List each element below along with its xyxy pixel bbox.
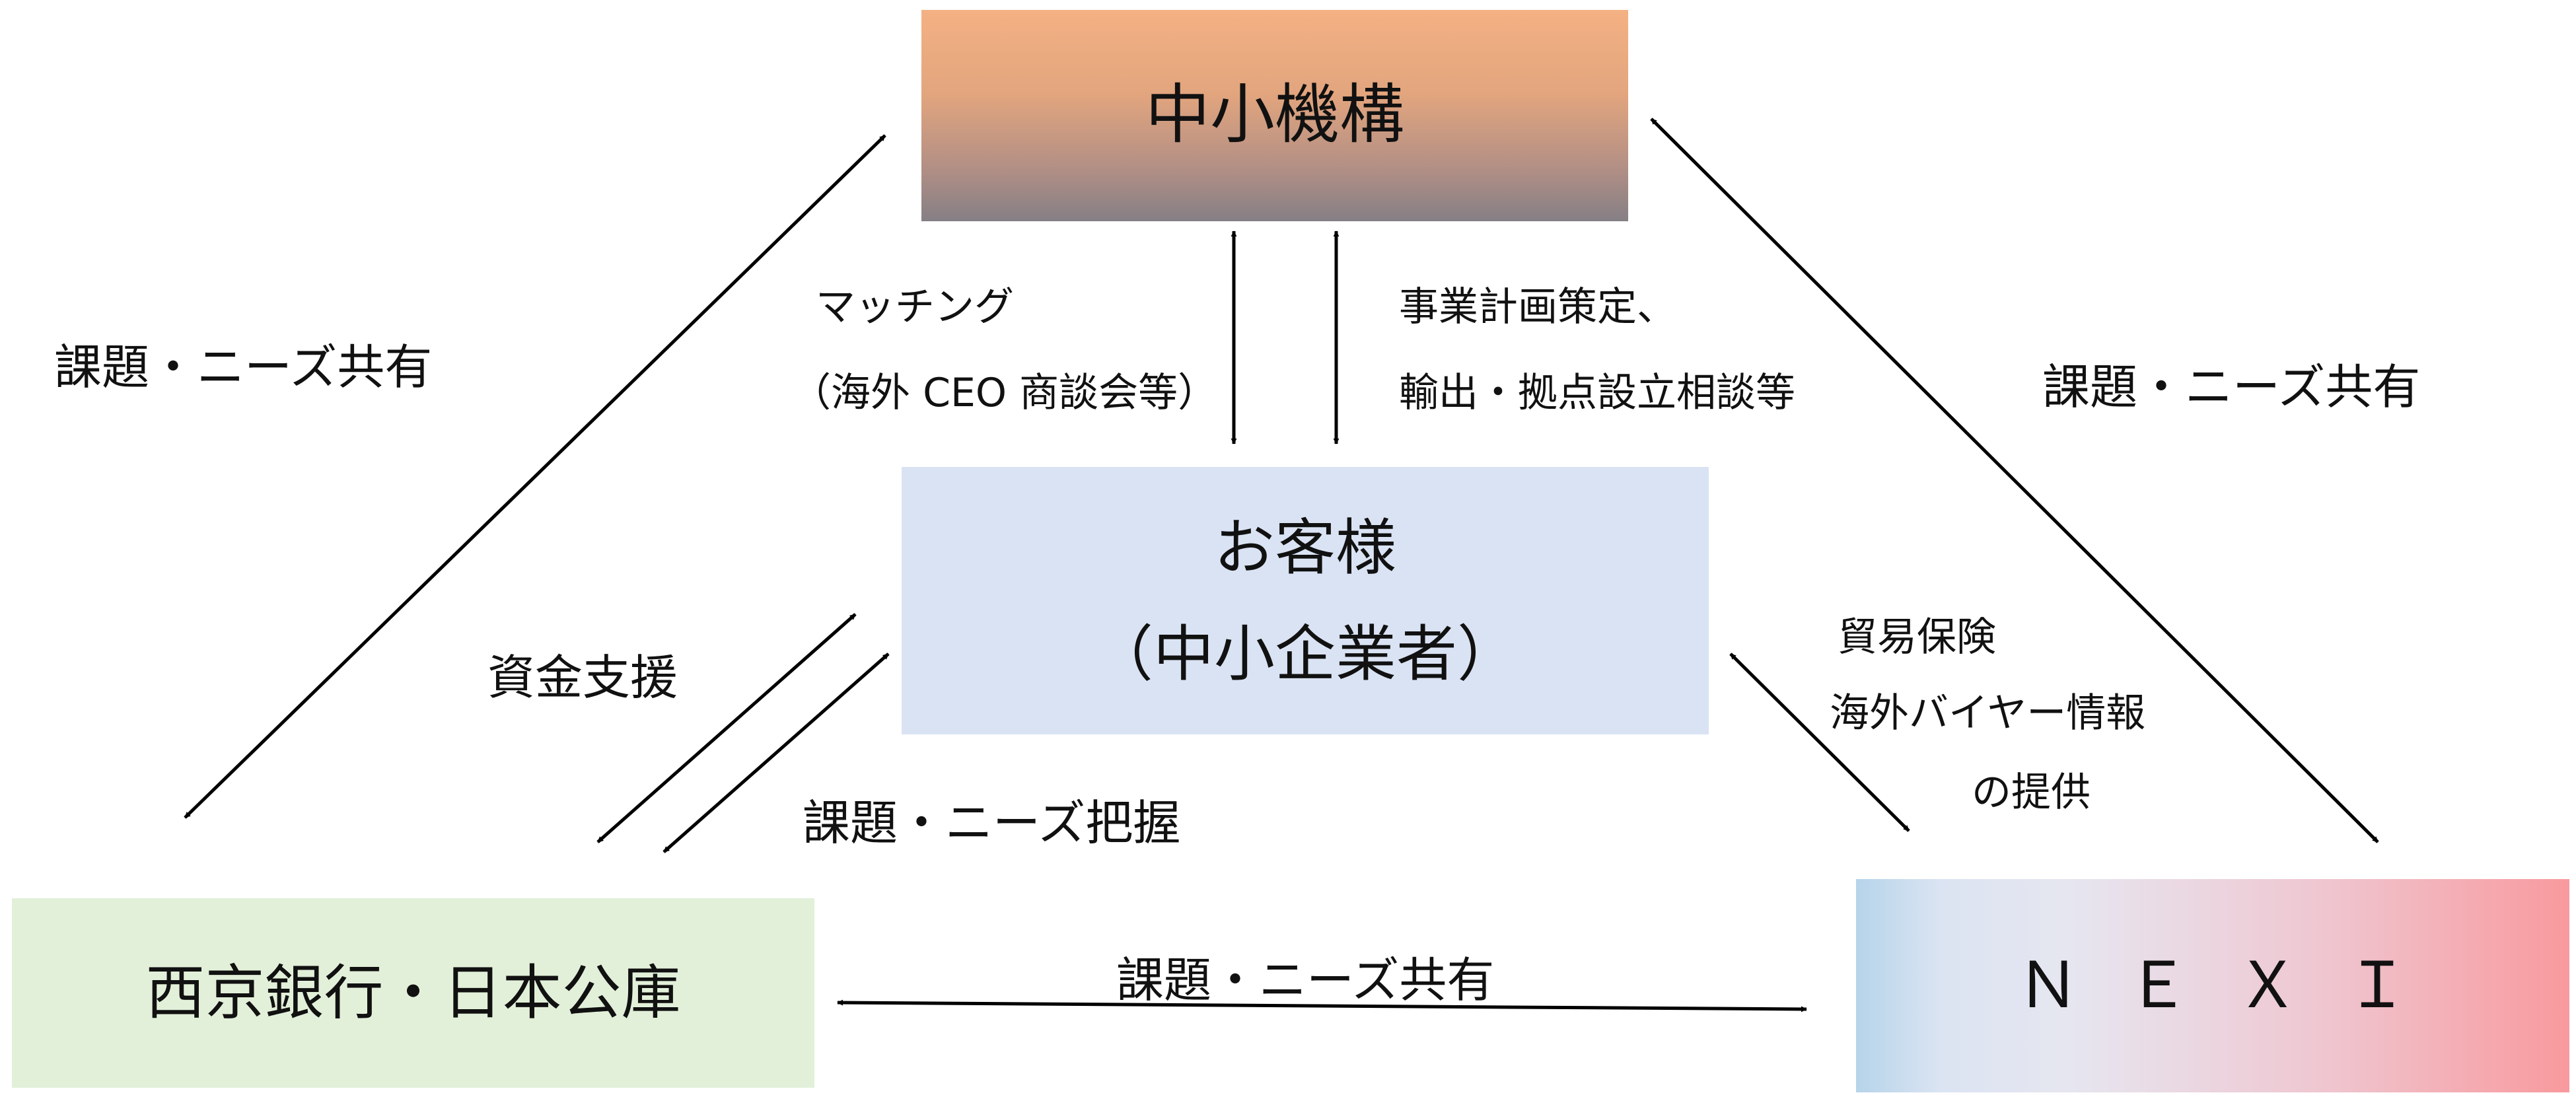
label-smrj-customer-left-line2: （海外 CEO 商談会等） <box>791 370 1218 416</box>
label-smrj-nexi: 課題・ニーズ共有 <box>2042 359 2421 415</box>
node-customer-label-line2: （中小企業者） <box>1092 618 1518 690</box>
label-smrj-customer-right-line1: 事業計画策定、 <box>1399 284 1676 330</box>
arrow-nexi-customer <box>1729 653 1910 832</box>
arrow-bank-customer-needs <box>662 653 890 853</box>
node-bank: 西京銀行・日本公庫 <box>12 898 814 1088</box>
node-customer: お客様 （中小企業者） <box>902 467 1709 734</box>
arrow-smrj-bank <box>184 134 886 819</box>
arrow-bank-nexi <box>837 999 1807 1012</box>
node-bank-label: 西京銀行・日本公庫 <box>145 958 681 1028</box>
label-bank-nexi: 課題・ニーズ共有 <box>1116 952 1495 1008</box>
label-nexi-customer-line2: 海外バイヤー情報 <box>1830 690 2146 736</box>
label-nexi-customer-line1: 貿易保険 <box>1838 614 1996 660</box>
label-smrj-bank: 課題・ニーズ共有 <box>54 339 433 395</box>
node-nexi-label: ＮＥＸＩ <box>2017 948 2455 1022</box>
arrow-smrj-nexi <box>1650 118 2379 843</box>
label-nexi-customer-line3: の提供 <box>1972 769 2091 816</box>
label-smrj-customer-right-line2: 輸出・拠点設立相談等 <box>1399 370 1795 416</box>
label-bank-customer-needs: 課題・ニーズ把握 <box>803 795 1181 851</box>
node-smrj-label: 中小機構 <box>1145 77 1404 153</box>
label-bank-customer-funding: 資金支援 <box>487 650 678 705</box>
node-customer-label-line1: お客様 <box>1213 512 1396 583</box>
node-smrj: 中小機構 <box>921 10 1628 221</box>
node-nexi: ＮＥＸＩ <box>1856 879 2569 1092</box>
label-smrj-customer-left-line1: マッチング <box>816 284 1014 330</box>
